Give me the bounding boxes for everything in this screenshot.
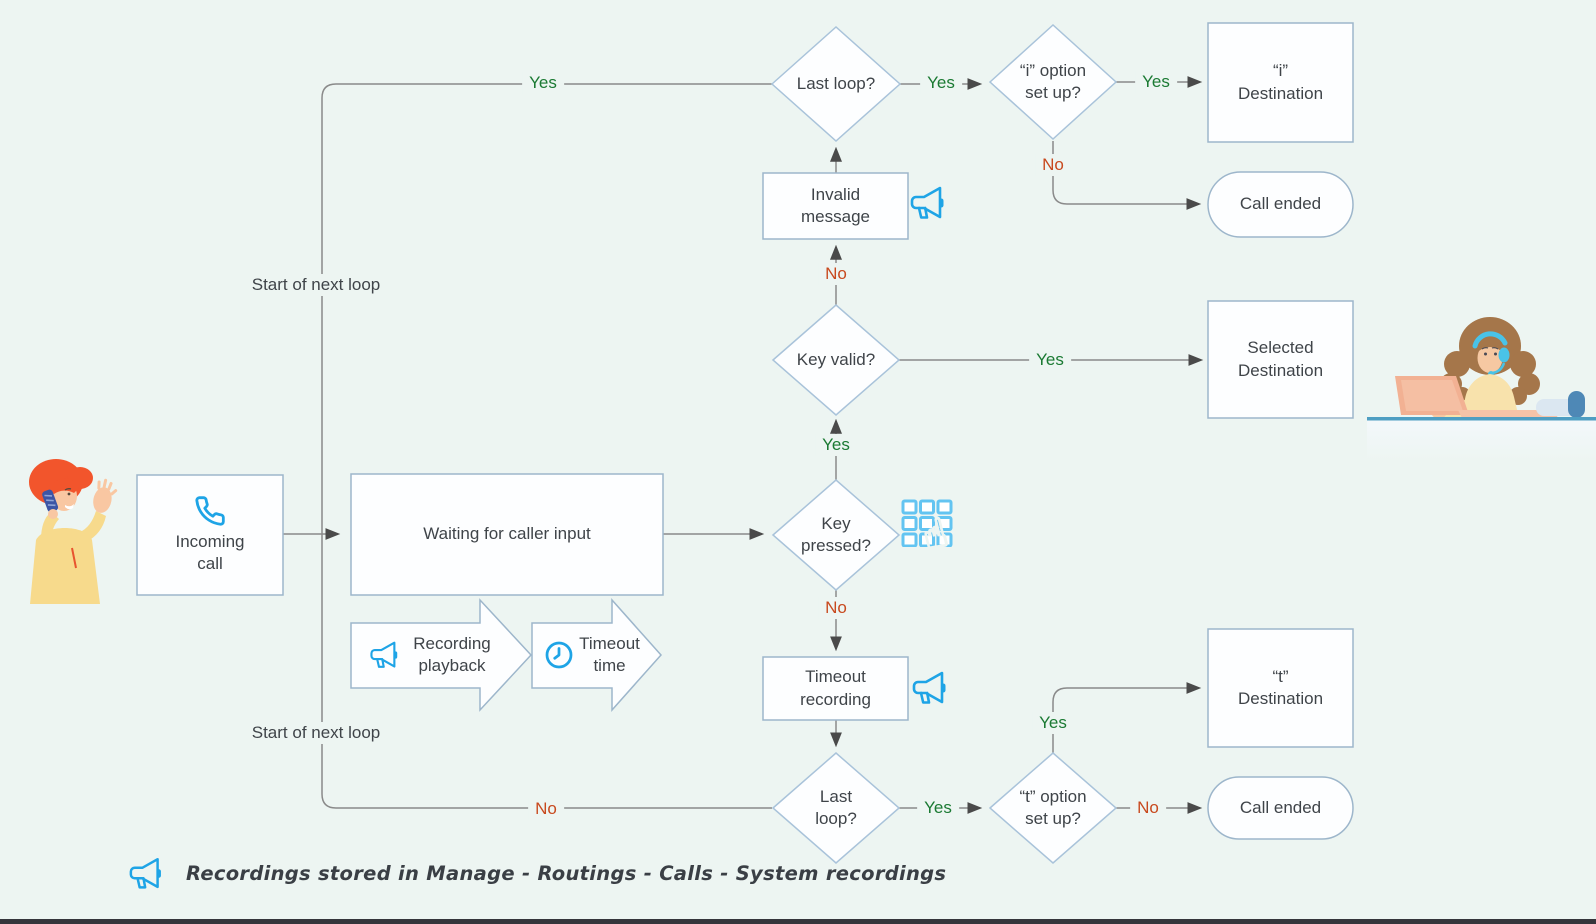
clock-icon (544, 640, 574, 670)
waiting-label: Waiting for caller input (423, 524, 591, 544)
keypad-hand-icon: ☝ (901, 499, 967, 567)
edge-toption-yes-up (1052, 682, 1202, 753)
connectors (283, 76, 1204, 814)
waiting-node: Waiting for caller input (351, 474, 663, 595)
last-loop-bottom-label: Last loop? (815, 786, 857, 828)
recording-playback-label: Recording playback (413, 633, 491, 675)
timeout-recording-node: Timeout recording (763, 657, 908, 720)
edge-label-loop-bottom-no: No (528, 798, 564, 820)
edge-label-ioption-no: No (1035, 154, 1071, 176)
timeout-time-arrow-shape (531, 598, 663, 712)
edge-label-toption-no: No (1130, 797, 1166, 819)
megaphone-icon (128, 856, 170, 891)
key-pressed-label: Key pressed? (801, 513, 871, 555)
waiting-shape (350, 473, 664, 596)
megaphone-icon (369, 640, 405, 670)
invalid-message-node: Invalid message (763, 173, 908, 239)
call-ended-bottom-node: Call ended (1208, 777, 1353, 839)
recording-playback-arrow-shape (350, 598, 533, 712)
invalid-message-shape (762, 172, 909, 240)
phone-icon (194, 495, 226, 527)
i-option-label: “i” option set up? (1019, 60, 1087, 102)
recording-playback-node: Recording playback (357, 618, 503, 692)
megaphone-icon (908, 184, 954, 222)
incoming-call-node: Incoming call (137, 480, 283, 590)
i-destination-shape (1207, 22, 1354, 143)
i-option-shape (988, 23, 1118, 141)
t-option-label: “t” option set up? (1019, 786, 1087, 828)
incoming-call-shape (136, 474, 284, 596)
edge-label-start-next-loop-bottom: Start of next loop (244, 722, 388, 744)
timeout-time-node: Timeout time (529, 618, 655, 692)
last-loop-bottom-node: Last loop? (773, 775, 899, 841)
last-loop-top-node: Last loop? (772, 54, 900, 114)
incoming-call-label: Incoming call (175, 531, 245, 573)
edge-label-keypressed-no: No (818, 597, 854, 619)
t-destination-node: “t” Destination (1208, 629, 1353, 747)
t-option-shape (988, 752, 1118, 864)
t-destination-shape (1207, 628, 1354, 748)
edge-label-start-next-loop-top: Start of next loop (244, 274, 388, 296)
recordings-note-text: Recordings stored in Manage - Routings -… (186, 862, 947, 885)
megaphone-icon (910, 669, 956, 707)
shapes (136, 22, 1354, 840)
t-option-node: “t” option set up? (990, 774, 1116, 842)
diamonds (770, 23, 1118, 864)
i-destination-label: “i” Destination (1237, 61, 1324, 103)
call-ended-top-node: Call ended (1208, 172, 1353, 237)
key-valid-node: Key valid? (773, 330, 899, 390)
timeout-recording-label: Timeout recording (800, 667, 871, 709)
caller-illustration (29, 459, 118, 604)
edge-label-lastloop-bottom-yes: Yes (917, 797, 959, 819)
i-option-node: “i” option set up? (990, 48, 1116, 116)
bottom-edge-bar (0, 919, 1596, 924)
key-pressed-node: Key pressed? (773, 492, 899, 578)
key-valid-label: Key valid? (796, 349, 876, 369)
edge-label-toption-yes: Yes (1032, 712, 1074, 734)
timeout-recording-shape (762, 656, 909, 721)
call-ended-bottom-label: Call ended (1239, 797, 1322, 817)
selected-destination-node: Selected Destination (1208, 301, 1353, 418)
agent-illustration (1367, 317, 1596, 461)
edge-ioption-no-down (1052, 141, 1202, 210)
edge-label-ioption-yes: Yes (1135, 71, 1177, 93)
key-valid-shape (771, 304, 901, 416)
call-ended-bottom-shape (1207, 776, 1354, 840)
selected-destination-label: Selected Destination (1237, 338, 1324, 380)
last-loop-top-label: Last loop? (796, 73, 876, 93)
invalid-message-label: Invalid message (801, 184, 870, 226)
edge-loop-back (321, 83, 772, 809)
call-ended-top-label: Call ended (1239, 194, 1322, 214)
call-ended-top-shape (1207, 171, 1354, 238)
edge-label-keypressed-yes: Yes (815, 434, 857, 456)
edge-label-loop-top-yes: Yes (522, 72, 564, 94)
edge-label-keyvalid-yes: Yes (1029, 349, 1071, 371)
recordings-note: Recordings stored in Manage - Routings -… (128, 856, 946, 891)
edge-label-lastloop-top-yes: Yes (920, 72, 962, 94)
timeout-time-label: Timeout time (579, 633, 640, 675)
i-destination-node: “i” Destination (1208, 23, 1353, 142)
selected-destination-shape (1207, 300, 1354, 419)
t-destination-label: “t” Destination (1237, 666, 1324, 708)
edge-label-keyvalid-no: No (818, 263, 854, 285)
last-loop-top-shape (770, 25, 902, 143)
last-loop-bottom-shape (771, 752, 901, 864)
key-pressed-shape (771, 479, 901, 591)
